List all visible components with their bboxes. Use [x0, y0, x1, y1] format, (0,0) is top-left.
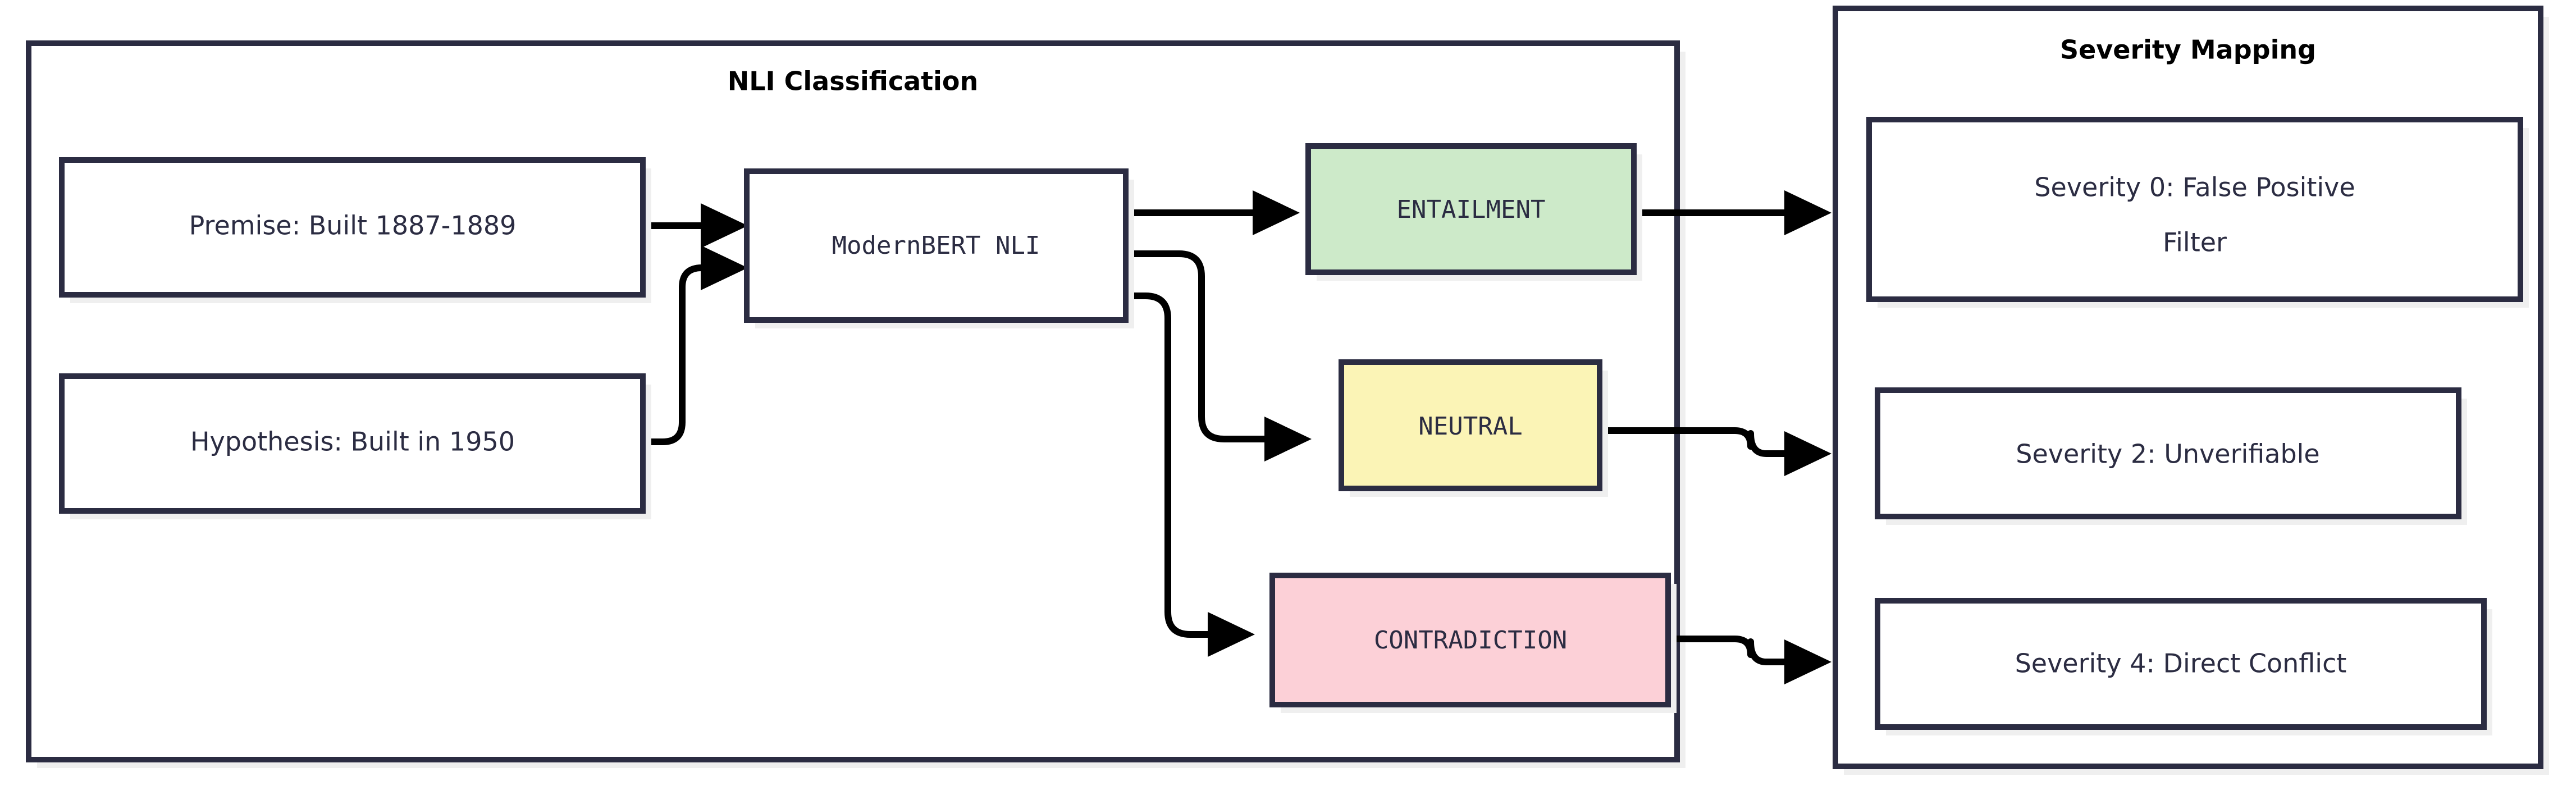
node-entailment[interactable]: ENTAILMENT: [1305, 143, 1642, 281]
edge-contradiction-to-severity4-line: [1654, 636, 1790, 665]
node-hypothesis-box: [59, 373, 646, 514]
node-modernbert-label: ModernBERT NLI: [832, 231, 1040, 260]
node-severity2[interactable]: Severity 2: Unverifiable: [1875, 387, 2467, 525]
edge-model-to-entailment-arrowhead: [1253, 190, 1300, 235]
edge-neutral-to-severity2: [1589, 427, 1831, 476]
node-contradiction[interactable]: CONTRADICTION: [1269, 573, 1677, 713]
node-severity4-box: [1875, 598, 2487, 730]
node-contradiction-box: [1269, 573, 1671, 707]
edge-model-to-contradiction: [1130, 293, 1255, 657]
node-severity0-label-line2: Filter: [2163, 227, 2227, 258]
node-entailment-box: [1305, 143, 1637, 275]
edge-hypothesis-to-model: [646, 245, 748, 445]
cluster-nli-title: NLI Classification: [728, 66, 979, 97]
node-neutral-label: NEUTRAL: [1418, 412, 1522, 441]
node-severity2-box: [1875, 387, 2461, 519]
node-severity0[interactable]: Severity 0: False Positive Filter: [1866, 117, 2529, 308]
node-premise-box: [59, 157, 646, 298]
node-severity2-label: Severity 2: Unverifiable: [2016, 439, 2319, 469]
edge-entailment-to-severity0-arrowhead: [1784, 190, 1831, 235]
node-neutral-box: [1339, 359, 1602, 491]
edge-premise-to-model: [646, 203, 748, 248]
node-severity4[interactable]: Severity 4: Direct Conflict: [1875, 598, 2492, 735]
edge-contradiction-to-severity4-arrowhead: [1784, 639, 1831, 684]
node-neutral[interactable]: NEUTRAL: [1339, 359, 1608, 497]
edge-neutral-to-severity2-line: [1589, 427, 1790, 457]
edge-model-to-entailment: [1130, 190, 1300, 235]
edge-model-to-contradiction-line: [1130, 293, 1213, 638]
node-entailment-label: ENTAILMENT: [1397, 195, 1546, 224]
node-severity4-label: Severity 4: Direct Conflict: [2015, 648, 2347, 679]
edge-premise-to-model-arrowhead: [701, 203, 748, 248]
node-premise-label: Premise: Built 1887-1889: [189, 211, 517, 241]
edge-model-to-neutral-line: [1130, 250, 1270, 442]
edge-hypothesis-to-model-line: [646, 264, 706, 445]
node-hypothesis-label: Hypothesis: Built in 1950: [190, 427, 515, 457]
edge-neutral-to-severity2-arrowhead: [1784, 431, 1831, 476]
edge-model-to-contradiction-arrowhead: [1208, 612, 1255, 657]
cluster-severity-title: Severity Mapping: [2060, 35, 2316, 65]
node-severity0-label-line1: Severity 0: False Positive: [2034, 172, 2355, 203]
node-modernbert-nli[interactable]: ModernBERT NLI: [744, 168, 1134, 328]
edge-hypothesis-to-model-arrowhead: [701, 245, 748, 290]
edge-model-to-neutral-arrowhead: [1264, 417, 1312, 461]
edge-contradiction-to-severity4: [1654, 636, 1831, 684]
edge-entailment-to-severity0: [1626, 190, 1831, 235]
node-hypothesis[interactable]: Hypothesis: Built in 1950: [59, 373, 651, 519]
node-severity0-box: [1866, 117, 2523, 302]
node-contradiction-label: CONTRADICTION: [1374, 626, 1567, 655]
node-premise[interactable]: Premise: Built 1887-1889: [59, 157, 651, 303]
edge-model-to-neutral: [1130, 250, 1312, 461]
node-modernbert-box: [744, 168, 1129, 323]
